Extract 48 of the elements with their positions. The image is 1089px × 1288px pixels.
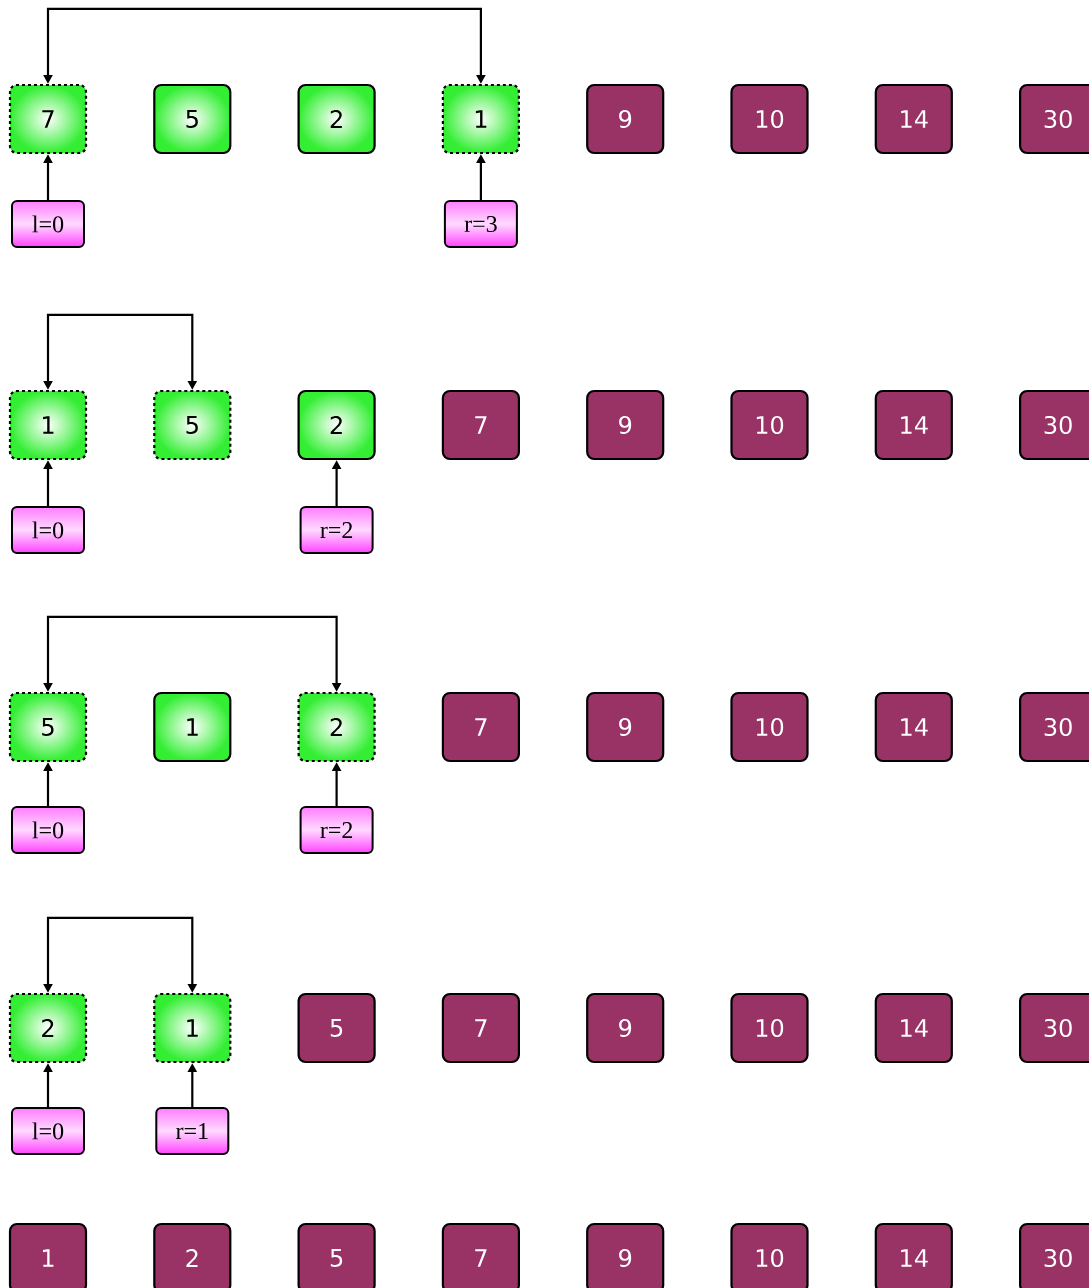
array-box: 10 xyxy=(730,389,809,461)
array-box: 5 xyxy=(297,1222,376,1288)
array-box: 30 xyxy=(1019,83,1089,155)
array-box: 30 xyxy=(1019,389,1089,461)
array-box: 10 xyxy=(730,1222,809,1288)
array-box: 5 xyxy=(297,992,376,1064)
array-box: 9 xyxy=(586,691,665,763)
array-box: 9 xyxy=(586,1222,665,1288)
array-box: 2 xyxy=(297,83,376,155)
array-box: 5 xyxy=(153,83,232,155)
array-box: 10 xyxy=(730,83,809,155)
pointer-box: l=0 xyxy=(11,200,85,248)
array-box: 9 xyxy=(586,83,665,155)
array-box: 30 xyxy=(1019,992,1089,1064)
array-box: 1 xyxy=(153,992,232,1064)
array-box: 2 xyxy=(297,389,376,461)
array-box: 9 xyxy=(586,992,665,1064)
array-box: 14 xyxy=(874,83,953,155)
pointer-box: r=1 xyxy=(155,1107,230,1155)
array-box: 7 xyxy=(441,992,520,1064)
array-box: 10 xyxy=(730,691,809,763)
array-box: 2 xyxy=(297,691,376,763)
array-box: 7 xyxy=(441,389,520,461)
pointer-box: r=2 xyxy=(299,506,374,554)
pointer-box: l=0 xyxy=(11,806,85,854)
pointer-box: l=0 xyxy=(11,1107,85,1155)
array-box: 14 xyxy=(874,1222,953,1288)
array-box: 2 xyxy=(8,992,88,1064)
array-box: 7 xyxy=(8,83,88,155)
array-box: 30 xyxy=(1019,1222,1089,1288)
pointer-box: l=0 xyxy=(11,506,85,554)
array-box: 1 xyxy=(8,1222,88,1288)
array-box: 14 xyxy=(874,992,953,1064)
array-box: 14 xyxy=(874,691,953,763)
array-box: 1 xyxy=(8,389,88,461)
array-box: 1 xyxy=(441,83,520,155)
array-box: 14 xyxy=(874,389,953,461)
array-box: 2 xyxy=(153,1222,232,1288)
array-box: 7 xyxy=(441,1222,520,1288)
array-box: 5 xyxy=(153,389,232,461)
pointer-box: r=2 xyxy=(299,806,374,854)
array-box: 9 xyxy=(586,389,665,461)
array-box: 30 xyxy=(1019,691,1089,763)
array-box: 5 xyxy=(8,691,88,763)
array-box: 7 xyxy=(441,691,520,763)
array-box: 1 xyxy=(153,691,232,763)
pointer-box: r=3 xyxy=(443,200,518,248)
array-box: 10 xyxy=(730,992,809,1064)
